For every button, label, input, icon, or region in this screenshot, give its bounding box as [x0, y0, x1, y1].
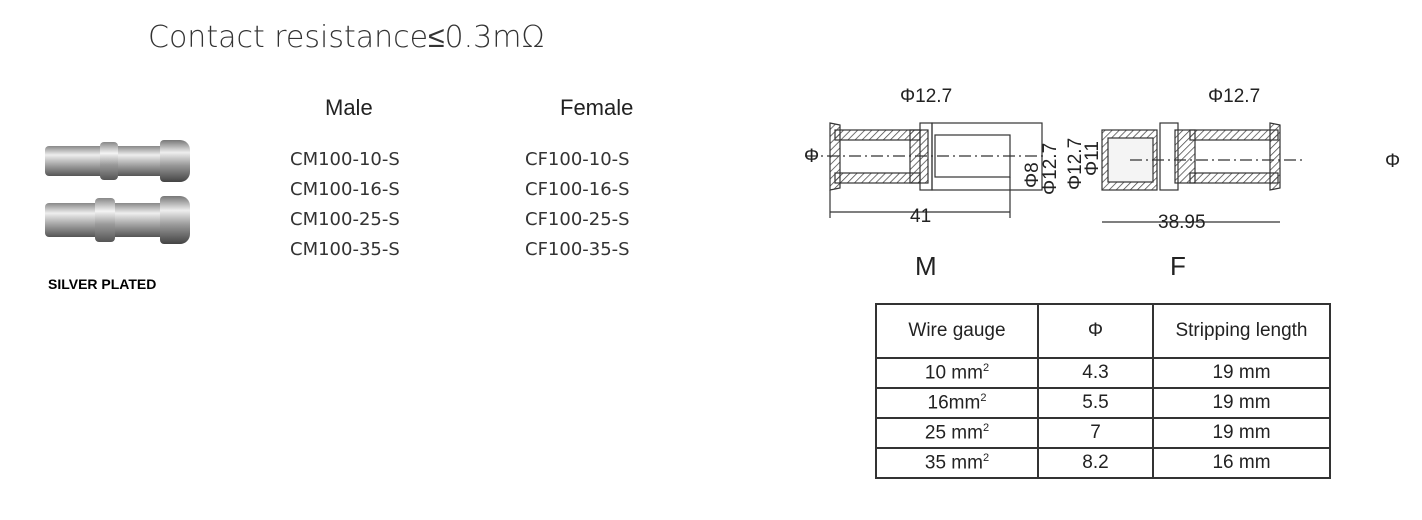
male-dim-length: 41 — [910, 206, 931, 227]
page-title: Contact resistance≤0.3mΩ — [148, 20, 545, 55]
part-number: CM100-35-S — [290, 239, 400, 260]
gauge-cell: 10 mm2 — [875, 357, 1039, 389]
strip-cell: 19 mm — [1152, 387, 1331, 419]
plating-label: SILVER PLATED — [48, 276, 157, 292]
female-dim-inner: Φ11 — [1082, 141, 1103, 176]
table-row: 16mm2 5.5 19 mm — [875, 387, 1331, 419]
gauge-cell: 35 mm2 — [875, 447, 1039, 479]
female-label: F — [1170, 251, 1186, 281]
female-contact-drawing — [1101, 122, 1305, 223]
part-number: CM100-10-S — [290, 149, 400, 170]
male-header: Male — [325, 95, 373, 120]
phi-cell: 5.5 — [1037, 387, 1154, 419]
male-part-list: CM100-10-S CM100-16-S CM100-25-S CM100-3… — [290, 145, 400, 265]
female-dim-outer: Φ12.7 — [1065, 138, 1086, 190]
female-dim-phi: Φ — [1385, 151, 1400, 172]
part-number: CM100-16-S — [290, 179, 400, 200]
header-wire-gauge: Wire gauge — [875, 303, 1039, 359]
strip-cell: 16 mm — [1152, 447, 1331, 479]
male-label: M — [915, 251, 937, 281]
male-dim-top: Φ12.7 — [900, 86, 952, 107]
part-number: CF100-16-S — [525, 179, 630, 200]
phi-cell: 4.3 — [1037, 357, 1154, 389]
phi-cell: 8.2 — [1037, 447, 1154, 479]
part-number: CF100-35-S — [525, 239, 630, 260]
male-dim-outer: Φ12.7 — [1040, 143, 1061, 195]
male-dim-inner: Φ8 — [1022, 162, 1043, 188]
male-dim-phi: Φ — [804, 146, 819, 167]
header-stripping-length: Stripping length — [1152, 303, 1331, 359]
strip-cell: 19 mm — [1152, 417, 1331, 449]
female-dim-length: 38.95 — [1158, 212, 1206, 233]
part-number: CF100-10-S — [525, 149, 630, 170]
female-dim-top: Φ12.7 — [1208, 86, 1260, 107]
part-number: CM100-25-S — [290, 209, 400, 230]
male-contact-drawing — [805, 122, 1045, 218]
header-phi: Φ — [1037, 303, 1154, 359]
strip-cell: 19 mm — [1152, 357, 1331, 389]
gauge-cell: 16mm2 — [875, 387, 1039, 419]
gauge-cell: 25 mm2 — [875, 417, 1039, 449]
female-part-list: CF100-10-S CF100-16-S CF100-25-S CF100-3… — [525, 145, 630, 265]
female-header: Female — [560, 95, 634, 120]
dimension-drawings: Φ12.7 Φ 41 Φ8 Φ12.7 M Φ12.7 Φ12.7 Φ11 Φ … — [804, 86, 1400, 281]
phi-cell: 7 — [1037, 417, 1154, 449]
table-row: 35 mm2 8.2 16 mm — [875, 447, 1331, 479]
wire-gauge-table: Wire gauge Φ Stripping length 10 mm2 4.3… — [875, 303, 1331, 479]
table-row: 25 mm2 7 19 mm — [875, 417, 1331, 449]
part-number: CF100-25-S — [525, 209, 630, 230]
table-row: 10 mm2 4.3 19 mm — [875, 357, 1331, 389]
